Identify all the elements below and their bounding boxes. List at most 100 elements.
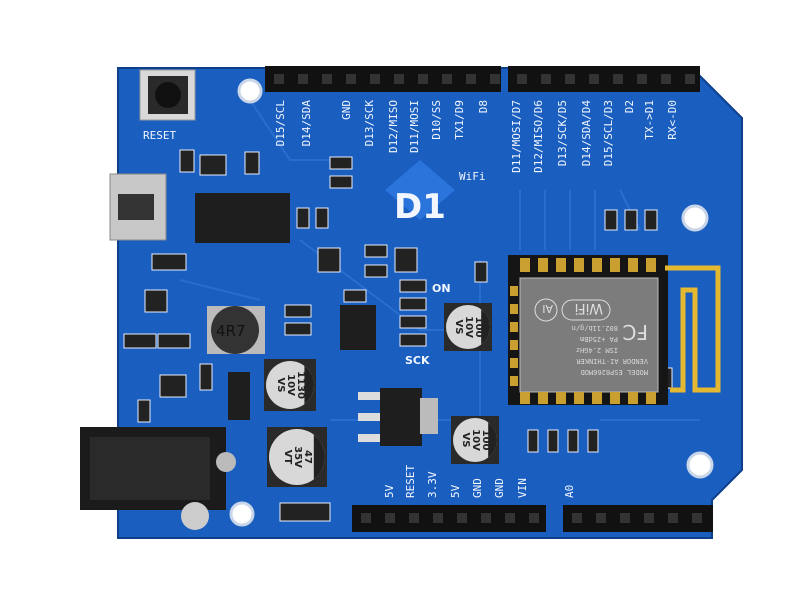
reset-label: RESET — [143, 129, 176, 142]
reset-button[interactable] — [139, 69, 196, 121]
capacitor-marking: 100 — [473, 317, 484, 338]
top-pin-label: D13/SCK/D5 — [556, 100, 569, 166]
smd-component — [157, 333, 191, 349]
smd-component — [567, 429, 579, 453]
capacitor-marking: 35V — [292, 446, 303, 468]
smd-component — [284, 304, 312, 318]
bottom-pin-label: GND — [471, 478, 484, 498]
top-pin-label: D10/SS — [430, 100, 443, 140]
module-pad — [574, 258, 584, 272]
top-pin-label: D13/SCK — [363, 100, 376, 147]
smd-component — [329, 156, 353, 170]
header-pin — [466, 74, 476, 84]
module-pad — [574, 392, 584, 404]
capacitor-marking: 47 — [302, 450, 313, 464]
header-pin — [596, 513, 606, 523]
inductor: 4R7 — [207, 306, 265, 354]
module-pad — [610, 392, 620, 404]
esp8266-module: MODEL ESP8266MOD VENDOR AI-THINKER ISM 2… — [508, 255, 721, 405]
header-pin — [589, 74, 599, 84]
smd-component — [151, 253, 187, 271]
soic-chip — [340, 305, 376, 350]
header-pin — [685, 74, 695, 84]
header-pin — [361, 513, 371, 523]
top-pin-label: D15/SCL/D3 — [602, 100, 615, 166]
top-pin-label: D11/MOSI — [408, 100, 421, 153]
smd-component — [317, 247, 341, 273]
capacitor-marking: VT — [282, 450, 293, 465]
capacitor-marking: 100 — [480, 430, 491, 451]
top-pin-label: D11/MOSI/D7 — [510, 100, 523, 173]
smd-component — [179, 149, 195, 173]
capacitor-marking: 1130 — [295, 371, 306, 399]
capacitor-marking: VS — [275, 378, 286, 393]
svg-text:VENDOR AI-THINKER: VENDOR AI-THINKER — [576, 357, 648, 365]
header-pin — [394, 74, 404, 84]
smd-component — [364, 264, 388, 278]
header-pin — [572, 513, 582, 523]
module-pad — [510, 376, 518, 386]
header-pin — [481, 513, 491, 523]
fcc-logo: FC — [623, 320, 648, 344]
antenna-trace — [665, 265, 721, 393]
bottom-pin-label: GND — [493, 478, 506, 498]
header-pin — [620, 513, 630, 523]
smd-component — [587, 429, 599, 453]
module-pad — [592, 392, 602, 404]
pcb — [118, 68, 742, 538]
smd-component — [527, 429, 539, 453]
smd-component — [199, 363, 213, 391]
module-pad — [510, 340, 518, 350]
smd-component — [394, 247, 418, 273]
smd-component — [244, 151, 260, 175]
header-pin — [418, 74, 428, 84]
smd-component — [399, 315, 427, 329]
header-pin — [370, 74, 380, 84]
dc-power-jack[interactable] — [80, 427, 236, 530]
top-pin-label: TX1/D9 — [453, 100, 466, 140]
wifi-label: WiFi — [459, 170, 486, 183]
header-pin — [433, 513, 443, 523]
micro-usb-port[interactable] — [109, 173, 167, 241]
logo-diamond — [385, 160, 455, 220]
smd-component — [547, 429, 559, 453]
header-pin — [442, 74, 452, 84]
top-pin-label: D14/SDA — [300, 100, 313, 147]
top-pin-label: D15/SCL — [274, 100, 287, 147]
smd-component — [159, 374, 187, 398]
module-pad — [592, 258, 602, 272]
inductor-label: 4R7 — [216, 322, 246, 340]
svg-text:PA +25dBm: PA +25dBm — [580, 335, 618, 343]
capacitor-marking: VS — [453, 320, 464, 335]
smd-component — [624, 209, 638, 231]
header-pin — [505, 513, 515, 523]
capacitor-marking: 10V — [285, 374, 296, 396]
svg-text:ISM 2.4GHz: ISM 2.4GHz — [576, 346, 618, 354]
smd-component — [144, 289, 168, 313]
module-pad — [510, 304, 518, 314]
header-pin — [661, 74, 671, 84]
top-pin-label: D8 — [477, 100, 490, 113]
header-pin — [274, 74, 284, 84]
top-pin-label: D2 — [623, 100, 636, 113]
bottom-pin-label: 3.3V — [426, 471, 439, 498]
smd-component — [123, 333, 157, 349]
svg-text:MODEL ESP8266MOD: MODEL ESP8266MOD — [581, 368, 648, 376]
svg-text:802.11b/g/n: 802.11b/g/n — [572, 324, 618, 332]
on-label: ON — [432, 282, 451, 295]
mounting-holes — [229, 78, 714, 527]
bottom-pin-label: 5V — [383, 484, 396, 498]
smd-component — [399, 279, 427, 293]
module-pad — [610, 258, 620, 272]
module-pad — [646, 392, 656, 404]
smd-component — [329, 175, 353, 189]
header-pin — [644, 513, 654, 523]
module-pad — [646, 258, 656, 272]
module-pad — [520, 392, 530, 404]
smd-component — [474, 261, 488, 283]
bottom-pin-label: RESET — [404, 465, 417, 498]
module-pad — [628, 258, 638, 272]
